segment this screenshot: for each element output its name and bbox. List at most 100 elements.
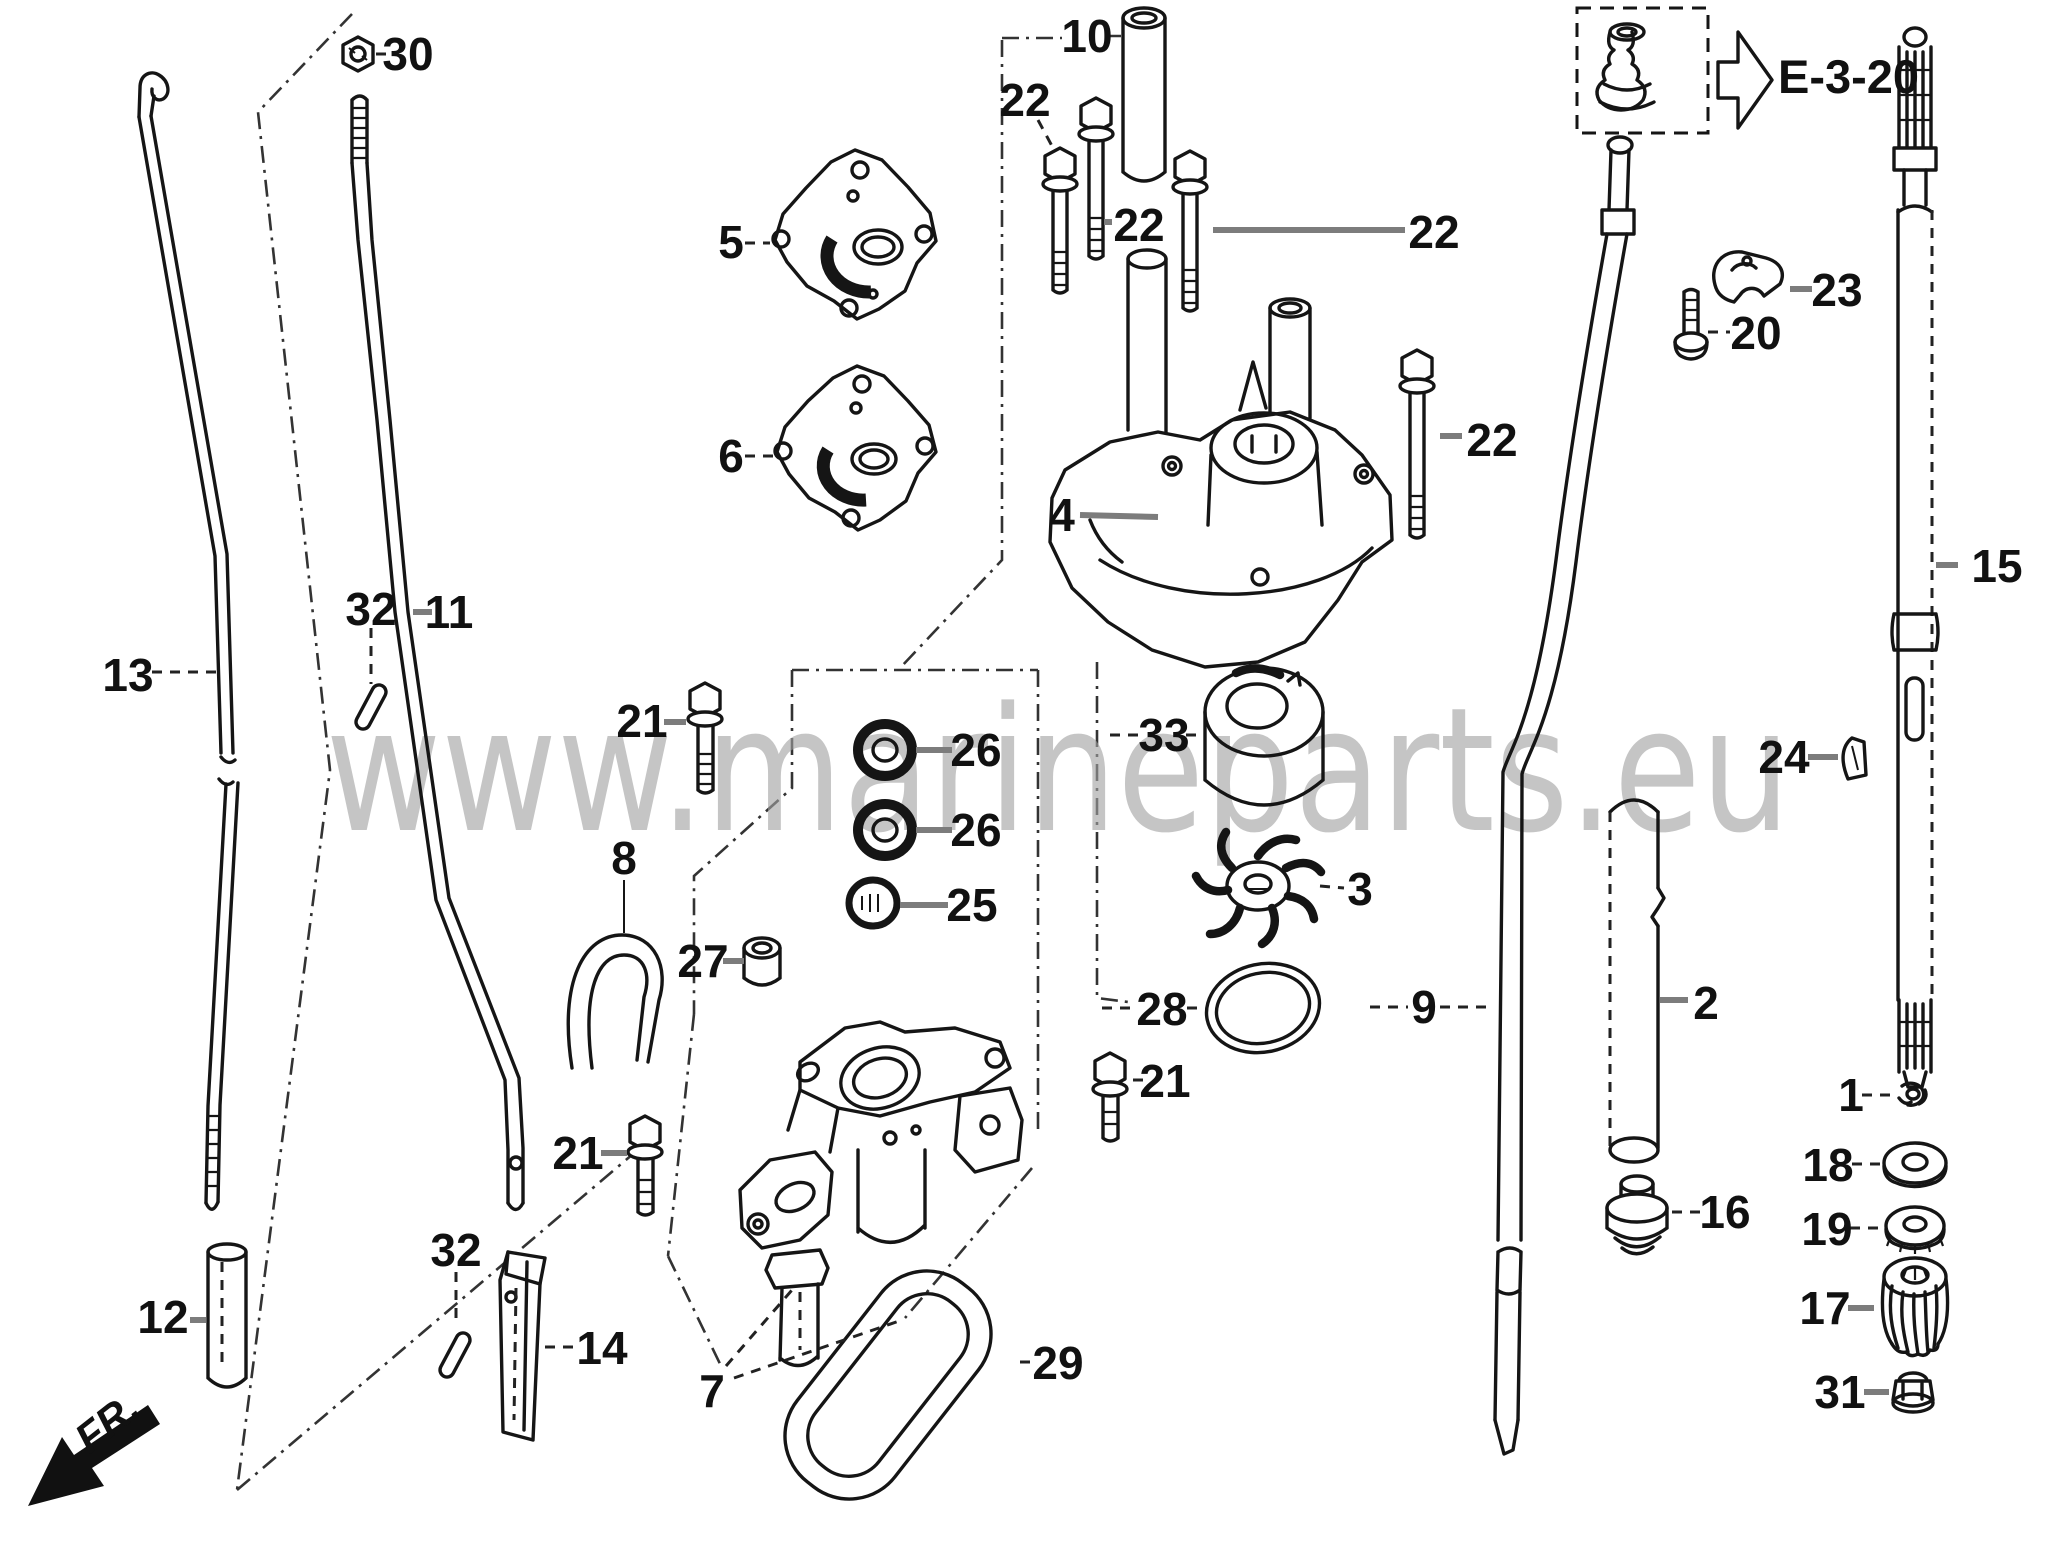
callout-9: 9 [1411, 981, 1437, 1033]
part-15-drive-shaft [1890, 26, 1940, 1089]
part-21-bolt-b [626, 1114, 664, 1217]
part-16-bushing [1605, 1174, 1669, 1256]
callout-13: 13 [102, 649, 153, 701]
part-22-bolt-d [1398, 348, 1436, 540]
front-direction-label: FR. [66, 1383, 148, 1462]
part-14-link [498, 1250, 547, 1442]
callout-16: 16 [1699, 1186, 1750, 1238]
callout-21-b: 21 [552, 1127, 603, 1179]
construction-lines [235, 13, 1129, 1491]
callout-19: 19 [1801, 1203, 1852, 1255]
callout-22-a: 22 [999, 74, 1050, 126]
part-9-shift-shaft [1493, 135, 1636, 1456]
impeller-group-box [1095, 662, 1129, 1004]
reference-label: E-3-20 [1778, 50, 1919, 103]
watermark-text: www.marineparts.eu [326, 670, 1791, 871]
part-26-seal-b [853, 799, 917, 861]
pump-group-left-boundary [899, 40, 1004, 669]
part-8-hook [566, 880, 664, 1070]
callout-7: 7 [699, 1365, 725, 1417]
part-6-plate [773, 364, 938, 532]
part-30-lock-nut [341, 35, 375, 73]
part-3-impeller [1191, 827, 1326, 949]
part-22-bolt-c [1171, 149, 1209, 313]
part-25-bushing [845, 876, 901, 930]
part-32-pin-lower [438, 1331, 472, 1379]
part-5-plate [771, 148, 938, 321]
part-24-key [1841, 736, 1868, 781]
reference-dashed-box [1575, 6, 1710, 135]
callout-26-b: 26 [950, 804, 1001, 856]
part-10-tube [1121, 6, 1167, 183]
callout-11: 11 [425, 586, 474, 638]
callout-22-b: 22 [1113, 199, 1164, 251]
callout-18: 18 [1802, 1139, 1853, 1191]
callout-27: 27 [677, 935, 728, 987]
callout-32-a: 32 [345, 583, 396, 635]
part-23-clamp [1712, 250, 1785, 304]
part-19-washer [1884, 1205, 1946, 1254]
part-7-pump-base [738, 1020, 1024, 1368]
callout-10-leader-line [1002, 34, 1121, 40]
part-21-bolt-c [1091, 1051, 1129, 1143]
callout-17: 17 [1799, 1282, 1850, 1334]
callout-6: 6 [718, 430, 744, 482]
part-12-tube [206, 1242, 248, 1389]
callout-4: 4 [1049, 489, 1075, 541]
part-32-pin-upper [354, 683, 388, 731]
callout-14: 14 [576, 1322, 628, 1374]
left-group-bottom-diagonal [236, 1147, 641, 1491]
callout-1: 1 [1838, 1069, 1864, 1121]
reference-group: E-3-20 [1575, 6, 1919, 135]
part-26-seal-a [853, 719, 917, 781]
callout-15: 15 [1971, 540, 2022, 592]
part-20-bolt [1673, 287, 1709, 361]
callout-5: 5 [718, 216, 744, 268]
callout-31: 31 [1814, 1366, 1865, 1418]
part-13-shift-rod [137, 71, 240, 1211]
callout-32-b: 32 [430, 1224, 481, 1276]
callout-25: 25 [946, 879, 997, 931]
base-group-diagonals [666, 1013, 1033, 1369]
part-17-pinion-gear [1880, 1256, 1950, 1358]
callout-10: 10 [1061, 10, 1112, 62]
callout-3: 3 [1347, 863, 1373, 915]
callout-2: 2 [1693, 977, 1719, 1029]
part-2-tube [1608, 798, 1666, 1164]
part-22-bolt-a [1041, 146, 1079, 295]
part-29-gasket [783, 1269, 993, 1501]
callout-labels: 30 13 11 32 32 12 14 21 21 21 8 27 26 26… [102, 10, 2022, 1418]
part-1-clip [1897, 1081, 1928, 1107]
part-27-grommet [742, 936, 782, 987]
part-31-nut [1891, 1371, 1935, 1414]
callout-8: 8 [611, 832, 637, 884]
callout-26-a: 26 [950, 724, 1001, 776]
part-21-bolt-a [686, 681, 724, 795]
callout-23: 23 [1811, 264, 1862, 316]
part-18-washer [1882, 1141, 1948, 1189]
part-28-o-ring [1204, 961, 1322, 1055]
part-22-bolt-b [1077, 96, 1115, 261]
callout-30: 30 [382, 28, 433, 80]
front-direction-group: FR. [28, 1383, 160, 1506]
callout-22-d: 22 [1466, 414, 1517, 466]
part-grommet-in-reference-box [1595, 22, 1656, 112]
callout-29: 29 [1032, 1337, 1083, 1389]
reference-arrow-icon [1716, 30, 1774, 130]
callout-21-a: 21 [616, 695, 667, 747]
part-33-collar [1203, 664, 1325, 807]
callout-22-c: 22 [1408, 206, 1459, 258]
callout-21-c: 21 [1139, 1055, 1190, 1107]
leader-lines [152, 52, 1958, 1395]
seal-group-box [692, 668, 1040, 1130]
callout-33: 33 [1138, 709, 1189, 761]
left-group-boundary [235, 13, 353, 1491]
part-11-vertical-shaft [350, 94, 525, 1212]
callout-20: 20 [1730, 307, 1781, 359]
callout-12: 12 [137, 1291, 188, 1343]
callout-28: 28 [1136, 983, 1187, 1035]
part-4-pump-housing [1048, 248, 1394, 669]
front-direction-arrow-icon [28, 1405, 160, 1506]
